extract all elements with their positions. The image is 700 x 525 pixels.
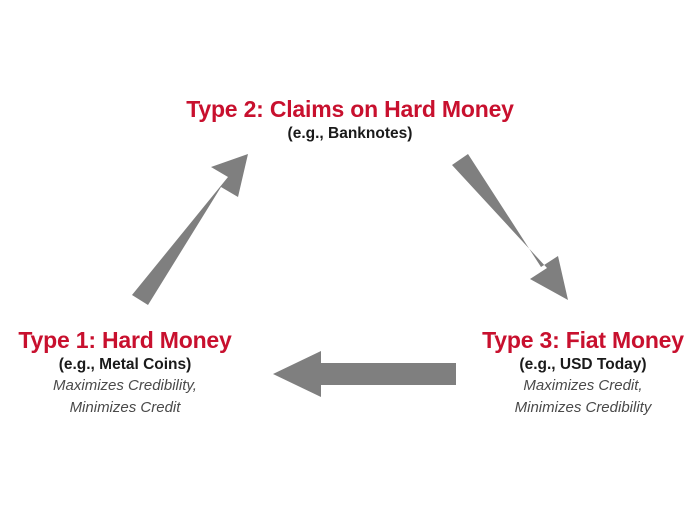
node-description-line1: Maximizes Credit,	[523, 377, 643, 394]
node-title: Type 3: Fiat Money	[482, 327, 684, 353]
node-title: Type 2: Claims on Hard Money	[186, 96, 514, 122]
node-example: (e.g., Banknotes)	[287, 125, 413, 142]
node-type1-hard-money: Type 1: Hard Money (e.g., Metal Coins) M…	[0, 326, 250, 419]
node-example: (e.g., USD Today)	[519, 356, 647, 373]
arrow-type2-to-type3	[452, 154, 568, 300]
node-description-line1: Maximizes Credibility,	[53, 377, 197, 394]
node-type3-fiat-money: Type 3: Fiat Money (e.g., USD Today) Max…	[470, 326, 696, 419]
node-title: Type 1: Hard Money	[18, 327, 232, 353]
node-example: (e.g., Metal Coins)	[58, 356, 192, 373]
node-description-line2: Minimizes Credit	[69, 399, 181, 416]
arrow-type1-to-type2	[132, 154, 248, 305]
arrow-type3-to-type1	[273, 351, 456, 397]
node-description-line2: Minimizes Credibility	[514, 399, 652, 416]
node-type2-claims-on-hard-money: Type 2: Claims on Hard Money (e.g., Bank…	[130, 95, 570, 144]
